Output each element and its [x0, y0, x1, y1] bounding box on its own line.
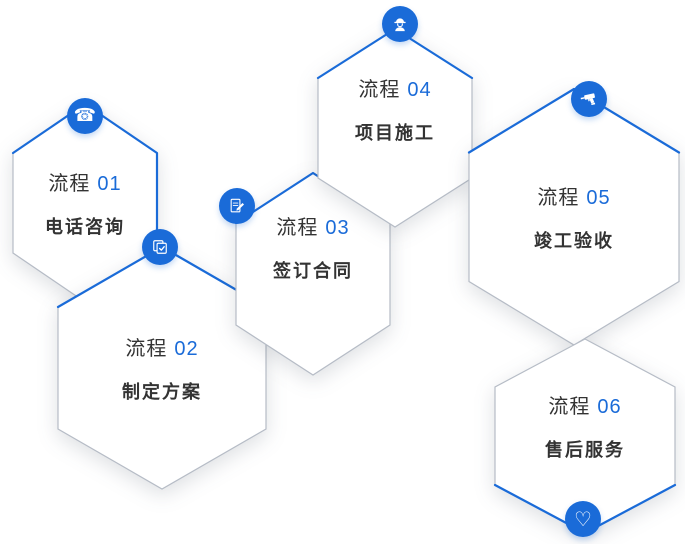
- heart-glyph: ♡: [574, 507, 592, 531]
- phone-icon: ☎: [67, 98, 103, 134]
- documents-check-glyph: [153, 240, 167, 254]
- drill-glyph: [580, 93, 596, 106]
- heart-icon: ♡: [565, 501, 601, 537]
- contract-pen-icon: [219, 188, 255, 224]
- drill-icon: [571, 81, 607, 117]
- hexagon-shape: [467, 87, 681, 346]
- construction-worker-icon: [382, 6, 418, 42]
- phone-glyph: ☎: [73, 105, 97, 126]
- documents-check-icon: [142, 229, 178, 265]
- construction-worker-glyph: [394, 18, 406, 32]
- hexagon-shape: [316, 27, 474, 228]
- contract-pen-glyph: [230, 198, 244, 213]
